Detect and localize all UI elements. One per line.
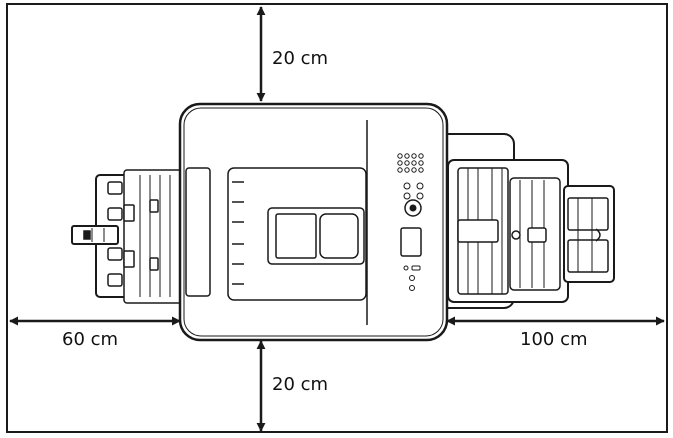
outer-frame (6, 3, 668, 433)
control-panel (397, 153, 424, 291)
left-paper-tray (71, 169, 185, 304)
printer-main-body (178, 102, 449, 342)
right-clearance-label: 100 cm (520, 329, 588, 350)
bottom-clearance-label: 20 cm (272, 374, 329, 395)
right-feed-unit (431, 133, 615, 309)
printer-top-view-icon (71, 102, 615, 342)
top-clearance-label: 20 cm (272, 48, 329, 69)
left-clearance-label: 60 cm (62, 329, 119, 350)
